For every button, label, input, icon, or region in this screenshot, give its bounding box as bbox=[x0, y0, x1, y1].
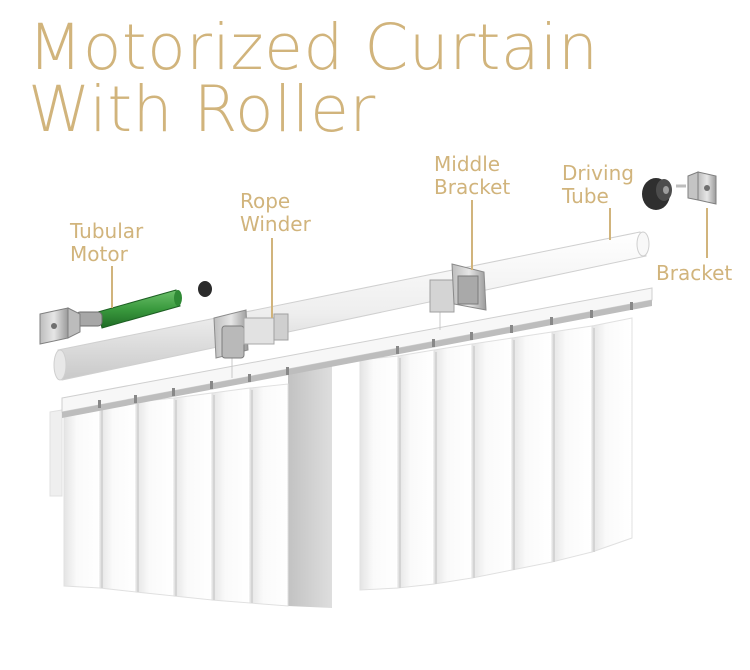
right-end-bracket bbox=[676, 171, 717, 205]
end-bearing bbox=[642, 178, 672, 210]
curtain-panel bbox=[511, 331, 553, 571]
tube-end-cap bbox=[636, 231, 650, 257]
rope-winder bbox=[213, 309, 289, 359]
curtain-panel bbox=[359, 355, 399, 591]
tubular-motor bbox=[75, 281, 212, 329]
curtain-panel bbox=[249, 383, 289, 607]
curtain-panel bbox=[433, 343, 473, 585]
right-curtain-panels bbox=[359, 317, 633, 591]
label-driving-tube-line-2: Tube bbox=[562, 184, 609, 208]
curtain-track bbox=[61, 287, 653, 418]
label-driving-tube-line-1: Driving bbox=[562, 161, 634, 185]
curtain-panel bbox=[99, 401, 137, 593]
label-rope-winder-line-2: Winder bbox=[240, 212, 311, 236]
label-rope-winder-line-1: Rope bbox=[240, 189, 291, 213]
motor-end-cap bbox=[198, 281, 212, 297]
curtain-panel bbox=[135, 397, 175, 597]
left-end-bracket bbox=[39, 307, 81, 345]
curtain-panel bbox=[591, 317, 633, 553]
curtain-panel bbox=[173, 392, 213, 601]
curtain-panel bbox=[211, 387, 251, 604]
curtain-panel bbox=[49, 409, 63, 497]
curtain-panel bbox=[471, 337, 513, 579]
label-tubular-motor: Tubular Motor bbox=[70, 220, 143, 266]
curtain bbox=[49, 317, 633, 608]
left-curtain-panels bbox=[49, 383, 289, 607]
label-tubular-motor-line-1: Tubular bbox=[70, 219, 144, 243]
page-title-line-2: With Roller bbox=[28, 73, 376, 146]
curtain-panel bbox=[63, 405, 101, 589]
page-title-line-1: Motorized Curtain bbox=[28, 11, 599, 84]
curtain-panel bbox=[397, 349, 435, 589]
driving-tube bbox=[53, 231, 650, 381]
pleat-shadows bbox=[101, 328, 595, 603]
leader-lines bbox=[111, 200, 708, 318]
middle-bracket bbox=[429, 263, 487, 313]
label-tubular-motor-line-2: Motor bbox=[70, 242, 128, 266]
label-bracket: Bracket bbox=[656, 261, 733, 285]
label-driving-tube: Driving Tube bbox=[562, 162, 634, 208]
label-middle-bracket-line-2: Bracket bbox=[434, 175, 511, 199]
curtain-opening bbox=[288, 366, 332, 608]
curtain-panel bbox=[551, 325, 593, 563]
label-middle-bracket: Middle Bracket bbox=[434, 153, 510, 199]
label-rope-winder: Rope Winder bbox=[240, 190, 311, 236]
label-middle-bracket-line-1: Middle bbox=[434, 152, 501, 176]
